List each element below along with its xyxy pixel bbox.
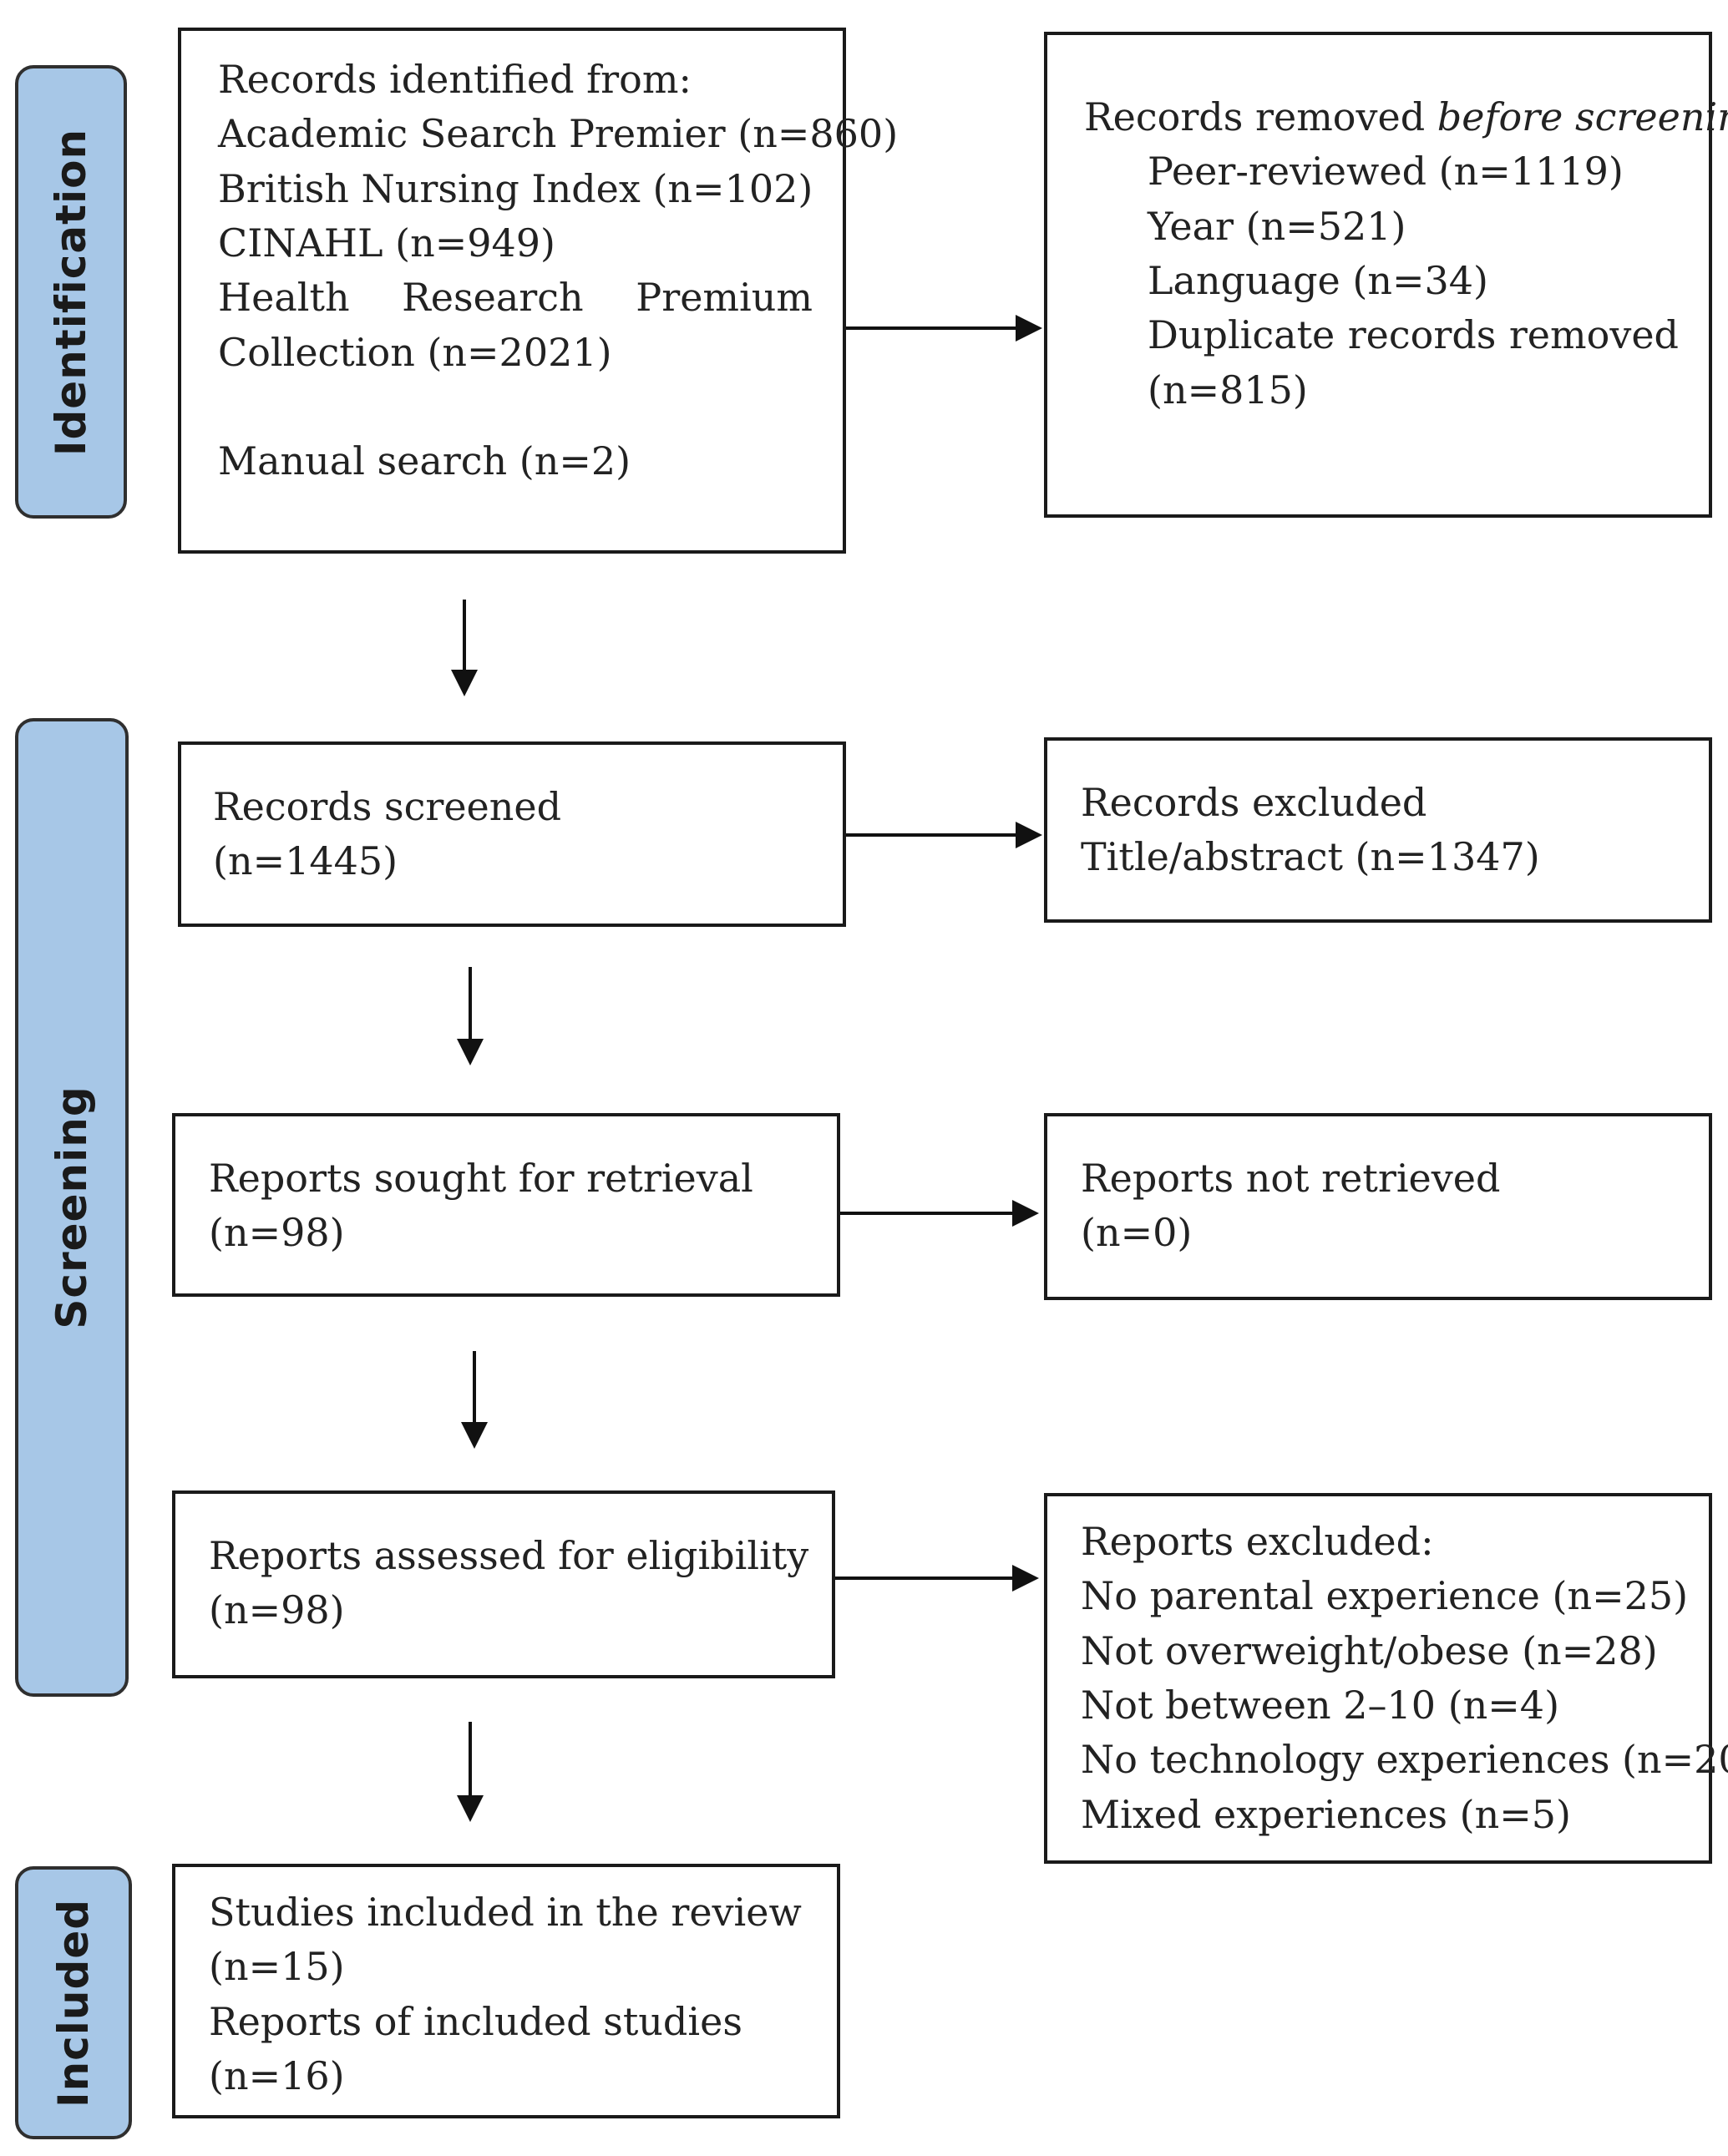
arrow-head-sought-to-not-retrieved	[1012, 1200, 1039, 1227]
reports-sought-box: Reports sought for retrieval (n=98)	[172, 1113, 840, 1297]
removed-language: Language (n=34)	[1148, 257, 1488, 303]
excluded-mixed-experiences: Mixed experiences (n=5)	[1081, 1791, 1571, 1837]
reports-of-included-label: Reports of included studies	[209, 1998, 742, 2044]
arrow-head-screened-to-excluded	[1016, 822, 1042, 848]
phase-identification: Identification	[15, 65, 127, 519]
arrow-head-sought-to-assessed	[461, 1422, 488, 1449]
arrow-head-identified-to-removed	[1016, 315, 1042, 342]
arrow-head-assessed-to-reports-excluded	[1012, 1565, 1039, 1592]
arrow-head-screened-to-sought	[457, 1039, 484, 1065]
phase-screening-label: Screening	[48, 1086, 96, 1329]
reports-excluded-heading: Reports excluded:	[1081, 1519, 1434, 1564]
reports-excluded-box: Reports excluded: No parental experience…	[1044, 1493, 1728, 1864]
phase-screening: Screening	[15, 718, 129, 1697]
reports-of-included-count: (n=16)	[209, 2052, 345, 2098]
source-academic-search-premier: Academic Search Premier (n=860)	[218, 111, 899, 157]
source-health-research-line: Health Research Premium	[218, 271, 813, 325]
source-health-research-count: Collection (n=2021)	[218, 329, 612, 375]
phase-identification-label: Identification	[47, 128, 95, 456]
source-british-nursing-index: British Nursing Index (n=102)	[218, 165, 813, 211]
reports-not-retrieved-box: Reports not retrieved (n=0)	[1044, 1113, 1712, 1300]
arrow-head-assessed-to-included	[457, 1795, 484, 1822]
reports-sought-count: (n=98)	[209, 1210, 345, 1256]
removed-year: Year (n=521)	[1148, 203, 1406, 249]
reports-not-retrieved-label: Reports not retrieved	[1081, 1156, 1501, 1201]
excluded-no-technology-experiences: No technology experiences (n=20)	[1081, 1737, 1728, 1783]
records-excluded-box: Records excluded Title/abstract (n=1347)	[1044, 737, 1712, 923]
records-screened-count: (n=1445)	[213, 838, 398, 884]
reports-sought-label: Reports sought for retrieval	[209, 1156, 753, 1201]
records-identified-heading: Records identified from:	[218, 57, 692, 102]
excluded-not-between-2-10: Not between 2–10 (n=4)	[1081, 1682, 1560, 1728]
phase-included-label: Included	[49, 1898, 98, 2108]
records-removed-heading: Records removed before screening:	[1084, 90, 1728, 144]
removed-word: removed	[1508, 312, 1679, 358]
records-removed-box: Records removed before screening: Peer-r…	[1044, 32, 1728, 518]
removed-duplicates-line: Duplicate records removed	[1084, 308, 1679, 362]
arrow-head-identified-to-screened	[451, 670, 478, 696]
records-screened-box: Records screened (n=1445)	[178, 741, 846, 927]
phase-included: Included	[15, 1866, 132, 2139]
reports-assessed-label: Reports assessed for eligibility	[209, 1533, 809, 1578]
excluded-no-parental-experience: No parental experience (n=25)	[1081, 1573, 1689, 1619]
reports-assessed-count: (n=98)	[209, 1587, 345, 1633]
reports-not-retrieved-count: (n=0)	[1081, 1210, 1193, 1256]
records-excluded-title-abstract: Title/abstract (n=1347)	[1081, 834, 1540, 880]
source-manual-search: Manual search (n=2)	[218, 438, 631, 483]
studies-included-count: (n=15)	[209, 1944, 345, 1990]
records-word: records	[1347, 312, 1497, 358]
records-screened-label: Records screened	[213, 784, 562, 829]
records-identified-box: Records identified from: Academic Search…	[178, 28, 899, 554]
reports-assessed-box: Reports assessed for eligibility (n=98)	[172, 1490, 835, 1678]
premium-word: Premium	[636, 275, 813, 321]
removed-duplicates-count: (n=815)	[1148, 367, 1308, 412]
before-screening-italic: before screening	[1437, 94, 1728, 139]
health-word: Health	[218, 275, 350, 321]
studies-included-box: Studies included in the review (n=15) Re…	[172, 1864, 840, 2118]
excluded-not-overweight-obese: Not overweight/obese (n=28)	[1081, 1627, 1658, 1673]
removed-peer-reviewed: Peer-reviewed (n=1119)	[1148, 149, 1624, 195]
research-word: Research	[402, 275, 584, 321]
records-excluded-label: Records excluded	[1081, 780, 1427, 825]
duplicate-word: Duplicate	[1148, 312, 1335, 358]
studies-included-label: Studies included in the review	[209, 1890, 802, 1935]
source-cinahl: CINAHL (n=949)	[218, 220, 555, 266]
